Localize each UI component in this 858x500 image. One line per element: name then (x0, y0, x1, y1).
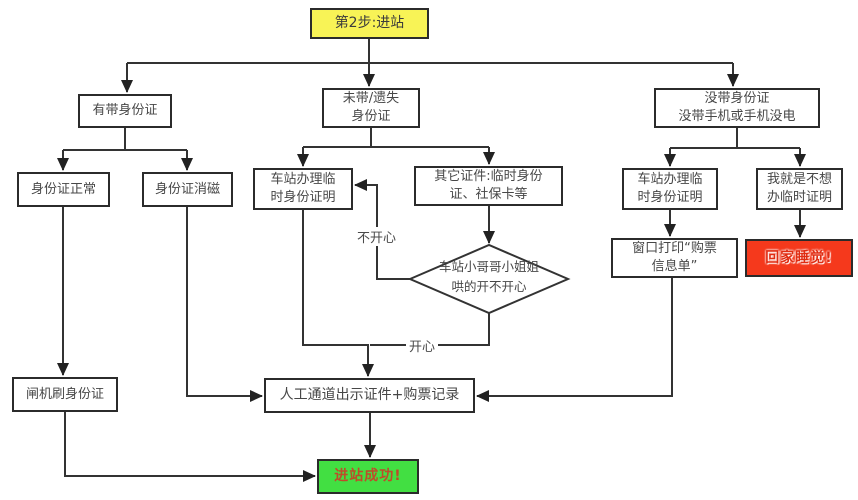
edge-label-happy: 开心 (406, 336, 439, 355)
edge-label-unhappy: 不开心 (354, 227, 400, 246)
node-manual-channel: 人工通道出示证件+购票记录 (264, 378, 475, 413)
node-id-normal: 身份证正常 (17, 172, 110, 207)
node-staff-coax-decision: 车站小哥哥小姐姐 哄的开不开心 (438, 259, 539, 294)
node-gate-swipe-id: 闸机刷身份证 (12, 377, 118, 412)
node-station-temp-id-mid: 车站办理临 时身份证明 (253, 168, 353, 210)
node-no-id-no-phone: 没带身份证 没带手机或手机没电 (654, 88, 820, 128)
node-forgot-or-lost-id: 未带/遗失 身份证 (322, 88, 420, 128)
node-step2-enter-station: 第2步:进站 (310, 8, 429, 39)
node-window-print-slip: 窗口打印“购票 信息单” (611, 238, 738, 278)
decision-diamond-shape (407, 243, 571, 315)
node-refuse-temp-id: 我就是不想 办临时证明 (756, 168, 843, 210)
node-have-id: 有带身份证 (78, 94, 172, 128)
node-station-temp-id-right: 车站办理临 时身份证明 (622, 168, 718, 210)
node-enter-success: 进站成功! (317, 459, 419, 494)
node-other-documents: 其它证件:临时身份 证、社保卡等 (414, 166, 563, 206)
node-id-demagnetized: 身份证消磁 (142, 172, 233, 207)
node-go-home-sleep: 回家睡觉! (745, 239, 853, 277)
